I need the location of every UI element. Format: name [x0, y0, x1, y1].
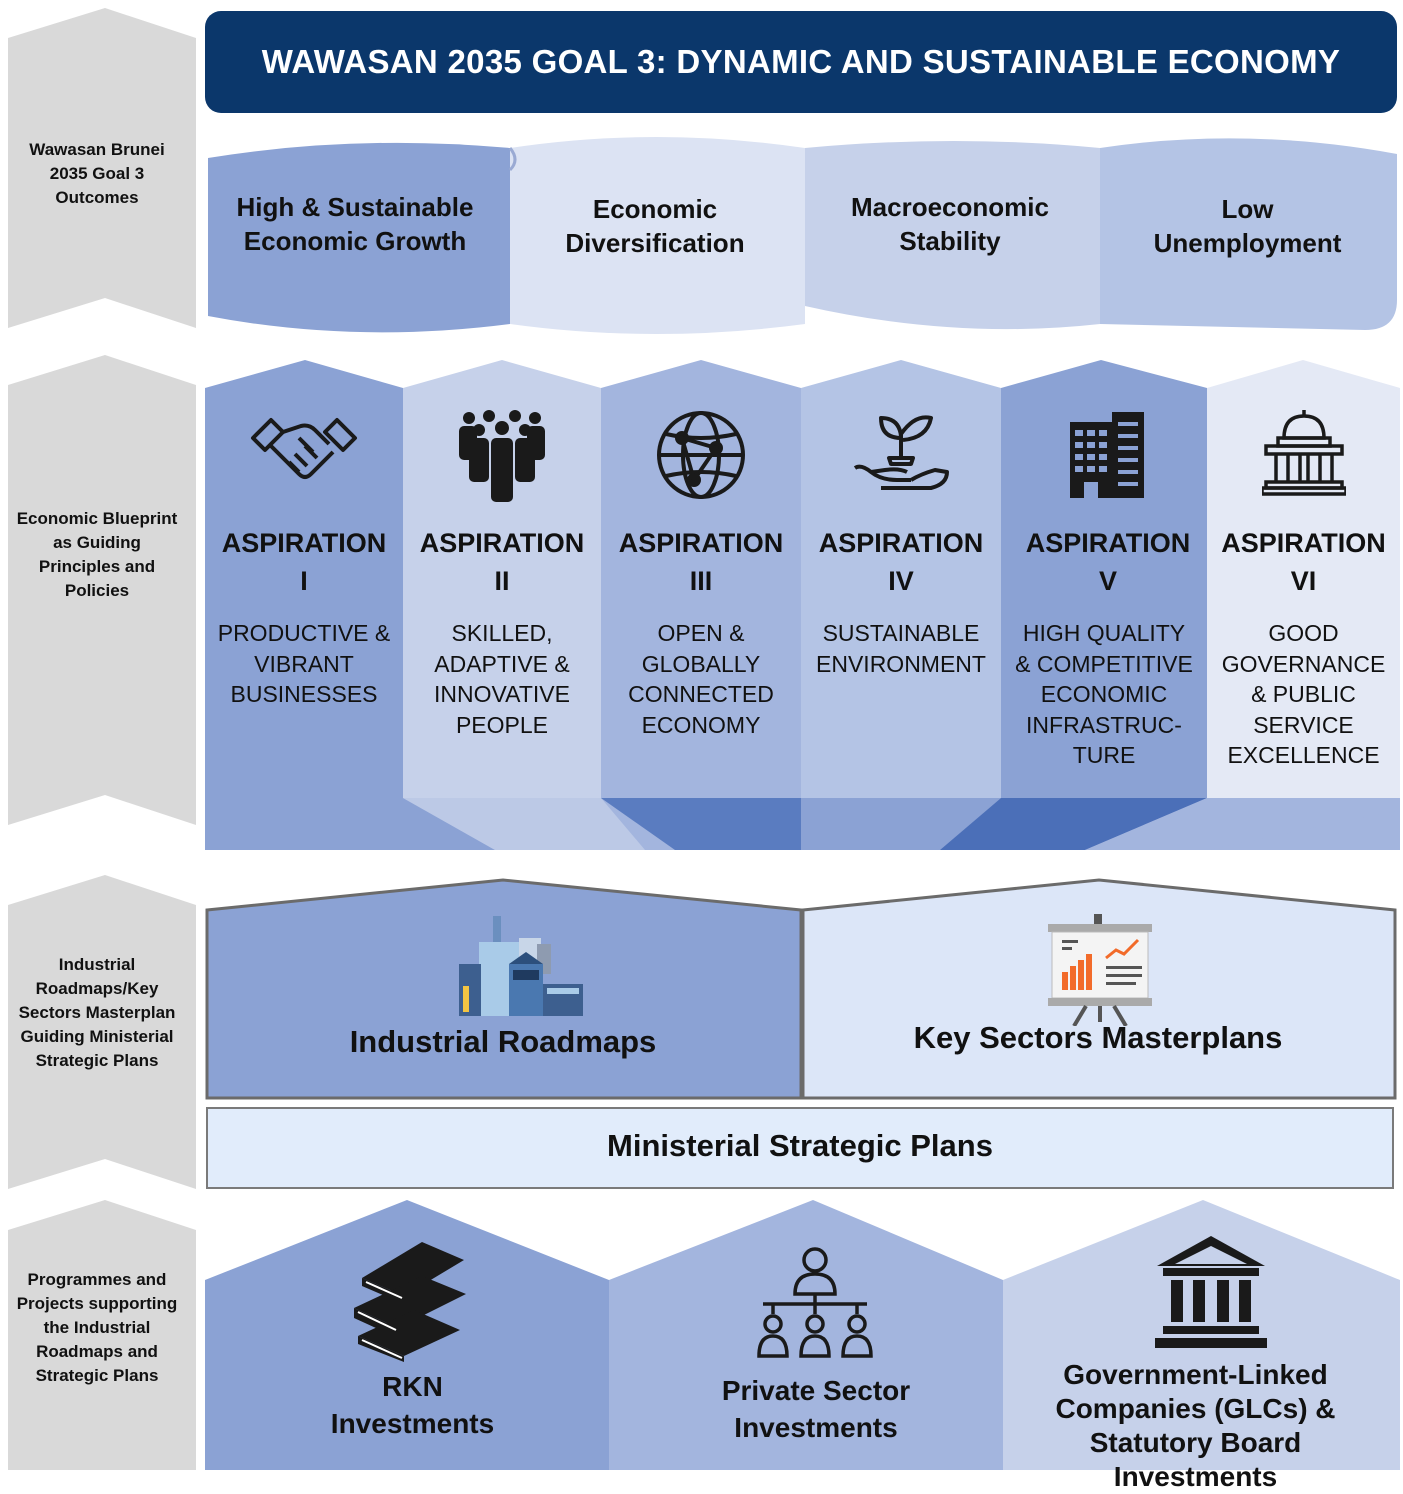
rkn-investments-label: RKN Investments	[330, 1371, 495, 1439]
aspiration-2-desc: SKILLED, ADAPTIVE & INNOVATIVE PEOPLE	[434, 620, 570, 738]
handshake-icon	[249, 408, 359, 503]
aspiration-5-desc: HIGH QUALITY & COMPETITIVE ECONOMIC INFR…	[1015, 620, 1193, 768]
ministerial-strategic-plans-label: Ministerial Strategic Plans	[607, 1128, 993, 1163]
goal-banner: WAWASAN 2035 GOAL 3: DYNAMIC AND SUSTAIN…	[205, 11, 1397, 113]
globe-icon	[654, 408, 748, 507]
glc-statutory-investments-label: Government-Linked Companies (GLCs) & Sta…	[1055, 1359, 1336, 1492]
aspiration-4-title: ASPIRATION	[818, 528, 984, 558]
side-chevron-shape	[8, 875, 196, 1189]
aspiration-6: ASPIRATION VI GOOD GOVERNANCE & PUBLIC SE…	[1207, 360, 1400, 850]
books-icon	[352, 1238, 470, 1367]
key-sectors-masterplans-label: Key Sectors Masterplans	[913, 1020, 1283, 1055]
private-sector-investments-label: Private Sector Investments	[721, 1375, 911, 1443]
aspiration-4-numeral: IV	[888, 566, 914, 596]
goal-banner-title: WAWASAN 2035 GOAL 3: DYNAMIC AND SUSTAIN…	[261, 43, 1341, 80]
people-group-icon	[455, 408, 549, 509]
side-chevron-shape	[8, 355, 196, 825]
org-chart-icon	[755, 1246, 875, 1365]
side-label-roadmaps: Industrial Roadmaps/Key Sectors Masterpl…	[18, 955, 176, 1070]
side-chevron-shape	[8, 1200, 196, 1470]
side-label-outcomes: Wawasan Brunei 2035 Goal 3 Outcomes	[29, 140, 165, 207]
aspiration-3-numeral: III	[689, 566, 713, 596]
aspiration-5-title: ASPIRATION	[1025, 528, 1191, 558]
side-panel-roadmaps: Industrial Roadmaps/Key Sectors Masterpl…	[0, 875, 200, 1193]
aspiration-1: ASPIRATION I PRODUCTIVE & VIBRANT BUSINES…	[205, 360, 403, 850]
presentation-board-icon	[1046, 914, 1154, 1031]
investments-background	[205, 1200, 1400, 1470]
side-panel-programmes: Programmes and Projects supporting the I…	[0, 1200, 200, 1470]
aspiration-3: ASPIRATION III OPEN & GLOBALLY CONNECTED …	[601, 360, 801, 850]
aspiration-3-desc: OPEN & GLOBALLY CONNECTED ECONOMY	[628, 620, 774, 738]
aspiration-1-numeral: I	[300, 566, 308, 596]
industrial-roadmaps-label: Industrial Roadmaps	[349, 1024, 657, 1059]
aspiration-6-numeral: VI	[1290, 566, 1317, 596]
side-label-blueprint: Economic Blueprint as Guiding Principles…	[16, 509, 178, 600]
outcome-growth: High & Sustainable Economic Growth	[236, 192, 474, 256]
aspiration-1-title: ASPIRATION	[221, 528, 387, 558]
bank-icon	[1155, 1236, 1267, 1353]
side-panel-blueprint: Economic Blueprint as Guiding Principles…	[0, 355, 200, 830]
aspiration-4: ASPIRATION IV SUSTAINABLE ENVIRONMENT	[801, 360, 1001, 850]
side-label-programmes: Programmes and Projects supporting the I…	[16, 1270, 178, 1385]
aspiration-2-title: ASPIRATION	[419, 528, 585, 558]
building-icon	[1066, 408, 1150, 505]
aspiration-2-numeral: II	[494, 566, 510, 596]
aspiration-6-title: ASPIRATION	[1221, 528, 1386, 558]
aspiration-5: ASPIRATION V HIGH QUALITY & COMPETITIVE E…	[1001, 360, 1215, 850]
plant-hand-icon	[851, 408, 951, 505]
government-building-icon	[1259, 408, 1348, 503]
outcomes-wave-band	[208, 137, 1397, 334]
outcome-diversification: Economic Diversification	[565, 194, 745, 258]
aspiration-3-title: ASPIRATION	[618, 528, 784, 558]
side-chevron-shape	[8, 8, 196, 328]
aspiration-2: ASPIRATION II SKILLED, ADAPTIVE & INNOVAT…	[403, 360, 601, 850]
aspiration-5-numeral: V	[1098, 566, 1117, 596]
outcome-low-unemployment: Low Unemployment	[1153, 194, 1342, 258]
factory-icon	[453, 914, 587, 1021]
aspiration-4-desc: SUSTAINABLE ENVIRONMENT	[816, 620, 986, 677]
aspiration-1-desc: PRODUCTIVE & VIBRANT BUSINESSES	[217, 620, 391, 707]
aspirations-background	[205, 360, 1400, 850]
aspiration-6-desc: GOOD GOVERNANCE & PUBLIC SERVICE EXCELLE…	[1221, 620, 1386, 768]
side-panel-outcomes: Wawasan Brunei 2035 Goal 3 Outcomes	[0, 8, 200, 333]
outcome-macro-stability: Macroeconomic Stability	[851, 192, 1049, 256]
